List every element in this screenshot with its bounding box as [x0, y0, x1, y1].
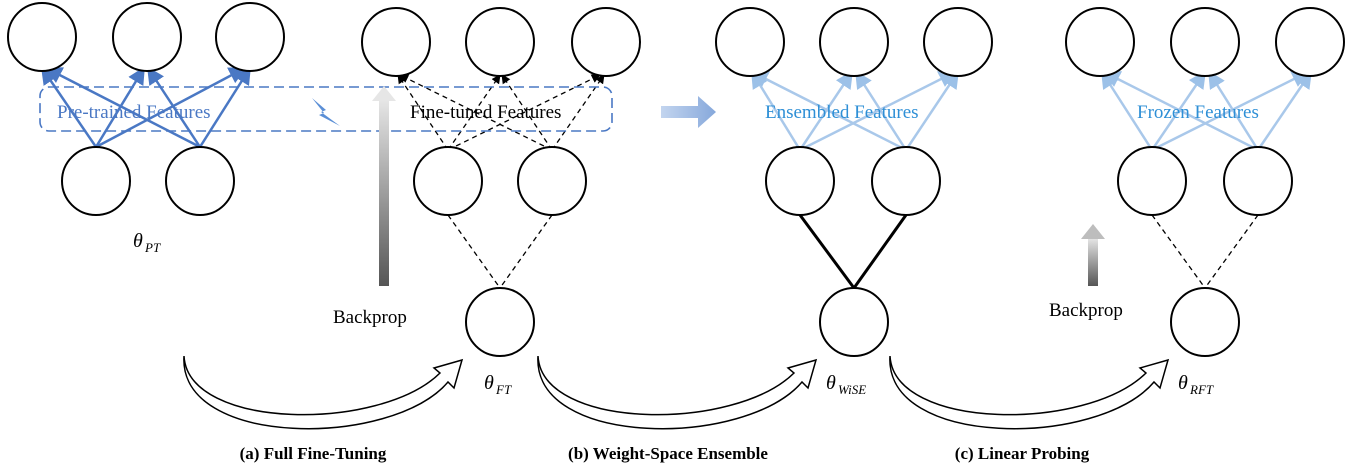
- frozen-features-label: Frozen Features: [1137, 102, 1259, 123]
- edge: [852, 214, 908, 289]
- node: [517, 146, 587, 216]
- theta-wise: θ WiSE: [826, 372, 866, 397]
- theta-pt: θ PT: [133, 230, 161, 255]
- node: [571, 7, 641, 77]
- node: [465, 7, 535, 77]
- node: [112, 2, 182, 72]
- transition-arrow-icon: [661, 96, 716, 128]
- node: [1223, 146, 1293, 216]
- finetuned-network: [361, 7, 641, 357]
- node: [165, 146, 235, 216]
- node: [361, 7, 431, 77]
- caption-b: (b) Weight-Space Ensemble: [568, 444, 768, 463]
- edge: [501, 74, 553, 151]
- svg-text:PT: PT: [144, 240, 161, 255]
- edge: [95, 66, 247, 149]
- svg-text:θ: θ: [133, 230, 143, 252]
- edge: [1256, 70, 1313, 151]
- ensembled-network: Ensembled Features: [715, 7, 993, 357]
- svg-text:θ: θ: [1178, 372, 1188, 394]
- node: [1275, 7, 1345, 77]
- node: [1065, 7, 1135, 77]
- output-node: [1170, 287, 1240, 357]
- edge: [499, 214, 553, 289]
- feature-box: [39, 86, 613, 132]
- edge: [397, 74, 449, 151]
- caption-a: (a) Full Fine-Tuning: [240, 444, 387, 463]
- caption-c: (c) Linear Probing: [955, 444, 1090, 463]
- node: [1117, 146, 1187, 216]
- edge: [447, 214, 501, 289]
- edge: [447, 74, 601, 151]
- edge: [1151, 70, 1310, 152]
- node: [871, 146, 941, 216]
- edge: [904, 70, 960, 151]
- edge: [399, 74, 553, 151]
- backprop-label-a: Backprop: [333, 307, 407, 328]
- pretrained-edges: [40, 66, 252, 149]
- edge: [198, 66, 252, 148]
- node: [215, 2, 285, 72]
- pretrained-network: [7, 2, 285, 216]
- curved-arrow-icon: [537, 355, 818, 430]
- edge: [1204, 214, 1259, 289]
- backprop-arrow-a: [372, 86, 396, 286]
- edge: [44, 66, 201, 149]
- edge: [798, 214, 856, 289]
- edge: [1207, 70, 1260, 151]
- ensembled-features-label: Ensembled Features: [765, 102, 919, 123]
- backprop-label-c: Backprop: [1049, 300, 1123, 321]
- backprop-arrow-c: [1081, 224, 1105, 286]
- svg-text:WiSE: WiSE: [838, 382, 866, 397]
- edge: [1102, 70, 1259, 152]
- edge: [1151, 214, 1206, 289]
- node: [819, 7, 889, 77]
- curved-arrow-icon: [183, 355, 464, 430]
- node: [413, 146, 483, 216]
- edge: [799, 70, 957, 152]
- svg-text:RFT: RFT: [1189, 382, 1214, 397]
- edge: [854, 70, 908, 151]
- linear-probe-network: Frozen Features: [1065, 7, 1345, 357]
- svg-text:θ: θ: [484, 372, 494, 394]
- node: [923, 7, 993, 77]
- edge: [798, 70, 854, 151]
- node: [715, 7, 785, 77]
- edge: [94, 66, 146, 148]
- theta-ft: θ FT: [484, 372, 512, 397]
- output-node: [819, 287, 889, 357]
- edge: [146, 66, 202, 148]
- finetuned-features-label: Fine-tuned Features: [410, 102, 561, 123]
- pretrained-features-label: Pre-trained Features: [57, 102, 211, 123]
- svg-text:FT: FT: [495, 382, 512, 397]
- node: [61, 146, 131, 216]
- svg-text:θ: θ: [826, 372, 836, 394]
- edge: [750, 70, 907, 152]
- curved-arrow-icon: [889, 355, 1170, 430]
- lightning-icon: [312, 98, 340, 126]
- curved-arrows: [183, 355, 1170, 430]
- node: [765, 146, 835, 216]
- node: [1170, 7, 1240, 77]
- output-node: [465, 287, 535, 357]
- theta-rft: θ RFT: [1178, 372, 1214, 397]
- node: [7, 2, 77, 72]
